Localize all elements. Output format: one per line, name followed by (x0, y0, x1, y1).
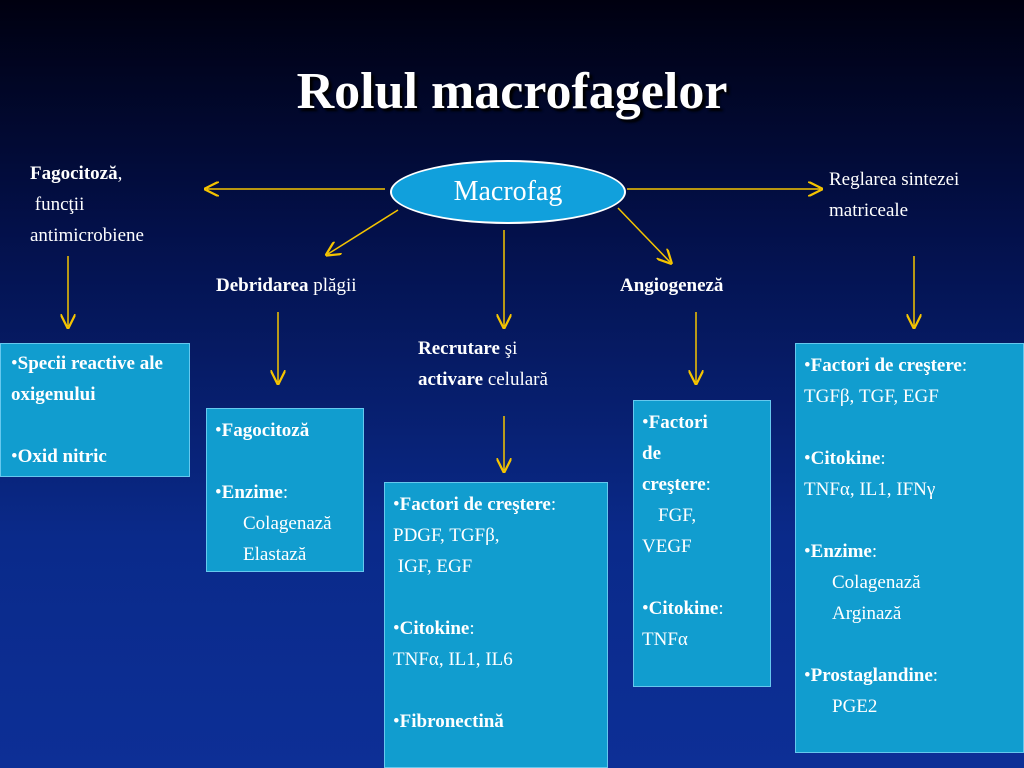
arrow-to-debridarea (328, 209, 399, 254)
label-angiogeneza: Angiogeneză (620, 275, 724, 296)
box-angiogeneza-details: •Factori de creştere: FGF, VEGF •Citokin… (633, 400, 771, 687)
macrofag-node: Macrofag (390, 160, 626, 224)
macrofag-label: Macrofag (453, 176, 563, 207)
label-reglarea: Reglarea sintezei matriceale (829, 169, 960, 221)
box-fagocitoza-details: •Specii reactive ale oxigenului •Oxid ni… (0, 343, 190, 477)
label-debridarea: Debridarea plăgii (216, 275, 357, 296)
box-recrutare-details: •Factori de creştere: PDGF, TGFβ, IGF, E… (384, 482, 608, 768)
label-fagocitoza: Fagocitoză, funcţii antimicrobiene (30, 163, 144, 246)
label-recrutare: Recrutare şi activare celulară (418, 338, 548, 390)
box-debridarea-details: •Fagocitoză •Enzime: Colagenază Elastază (206, 408, 364, 572)
page-title: Rolul macrofagelor (296, 63, 728, 120)
box-reglarea-details: •Factori de creştere: TGFβ, TGF, EGF •Ci… (795, 343, 1024, 753)
arrow-to-angiogeneza (617, 207, 670, 262)
